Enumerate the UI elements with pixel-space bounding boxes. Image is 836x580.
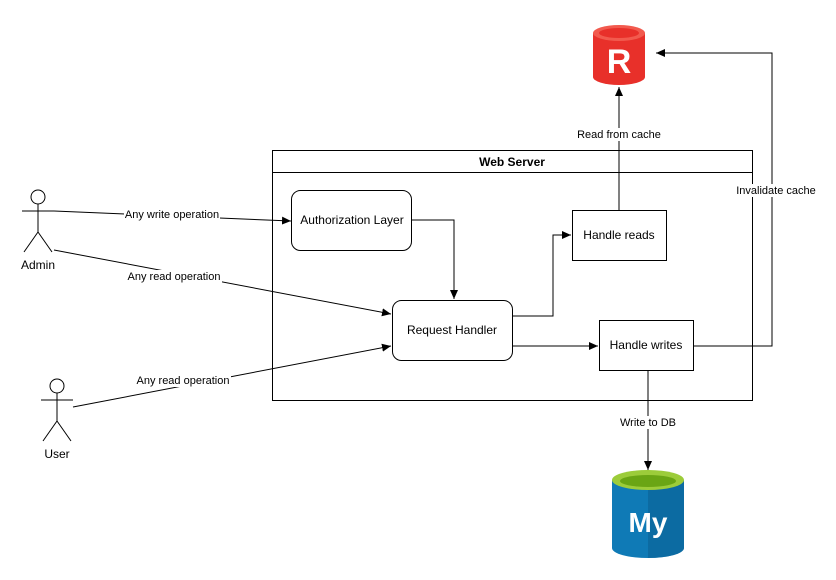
edge-auth-to-handler [412, 219, 458, 299]
user-actor [41, 378, 73, 442]
mysql-glyph: My [629, 507, 668, 538]
user-label: User [44, 447, 69, 461]
edge-label-admin-write: Any write operation [125, 209, 219, 221]
edge-user-read [72, 343, 392, 408]
node-request-handler-label: Request Handler [407, 323, 497, 337]
node-handle-reads-label: Handle reads [583, 228, 654, 242]
edge-label-user-read: Any read operation [137, 375, 230, 387]
node-handle-reads: Handle reads [572, 210, 667, 261]
mysql-icon: My [612, 470, 684, 558]
redis-glyph: R [607, 43, 632, 81]
edge-label-admin-read: Any read operation [128, 271, 221, 283]
node-handle-writes-label: Handle writes [610, 338, 683, 352]
redis-icon: R [593, 25, 645, 85]
edge-label-write-db: Write to DB [620, 417, 676, 429]
node-handle-writes: Handle writes [599, 320, 694, 371]
edge-handler-to-reads [513, 231, 571, 317]
edge-label-invalidate-cache: Invalidate cache [736, 185, 816, 197]
node-authorization-layer: Authorization Layer [291, 190, 412, 251]
node-request-handler: Request Handler [392, 300, 513, 361]
admin-label: Admin [21, 258, 55, 272]
container-title: Web Server [479, 155, 545, 169]
edge-admin-read [53, 249, 392, 317]
edge-writes-to-redis [656, 49, 773, 347]
admin-actor [22, 189, 54, 253]
node-authorization-layer-label: Authorization Layer [300, 213, 403, 227]
edge-label-read-cache: Read from cache [577, 129, 661, 141]
